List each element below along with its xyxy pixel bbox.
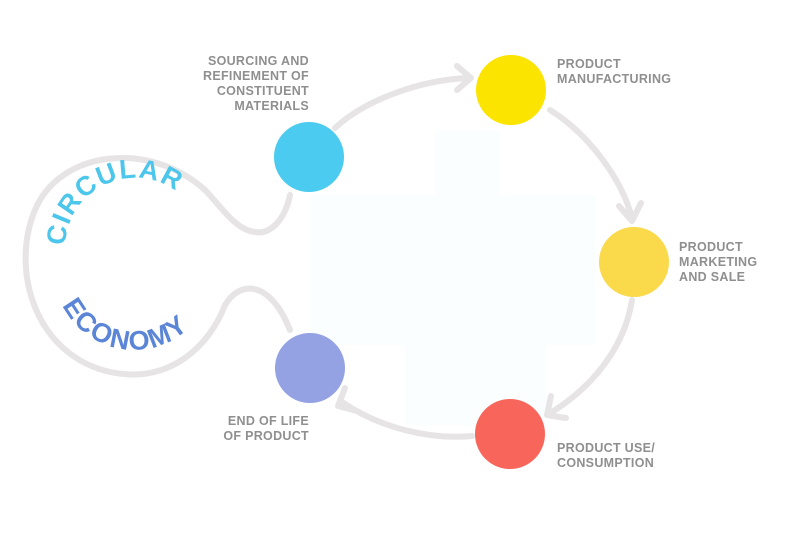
cycle-track-sourcing-to-manufacturing [332, 75, 471, 131]
circular-economy-loop [22, 154, 293, 378]
stage-label-manufacturing: PRODUCT MANUFACTURING [557, 57, 672, 86]
stage-circle-sourcing [274, 122, 344, 192]
stage-label-sourcing: SOURCING AND REFINEMENT OF CONSTITUENT M… [203, 54, 309, 113]
stage-circle-manufacturing [476, 55, 546, 125]
arrow-head-end [335, 385, 360, 414]
background-patch [310, 195, 595, 345]
cycle-track-marketing-to-use [549, 297, 635, 415]
arrow-head-manufacturing [454, 63, 474, 93]
cycle-track-manufacturing-to-marketing [547, 107, 635, 221]
stage-circle-use [475, 399, 545, 469]
stage-circle-end [275, 333, 345, 403]
arrow-head-use [544, 393, 569, 421]
stage-label-end: END OF LIFE OF PRODUCT [223, 414, 309, 443]
circular-word: CIRCULAR [41, 153, 189, 247]
stage-circle-marketing [599, 227, 669, 297]
arrow-head-marketing [616, 200, 644, 224]
economy-word: ECONOMY [57, 292, 194, 356]
stage-label-use: PRODUCT USE/ CONSUMPTION [557, 441, 656, 470]
stage-label-marketing: PRODUCT MARKETING AND SALE [679, 240, 758, 284]
cycle-track-use-to-end [339, 399, 475, 440]
